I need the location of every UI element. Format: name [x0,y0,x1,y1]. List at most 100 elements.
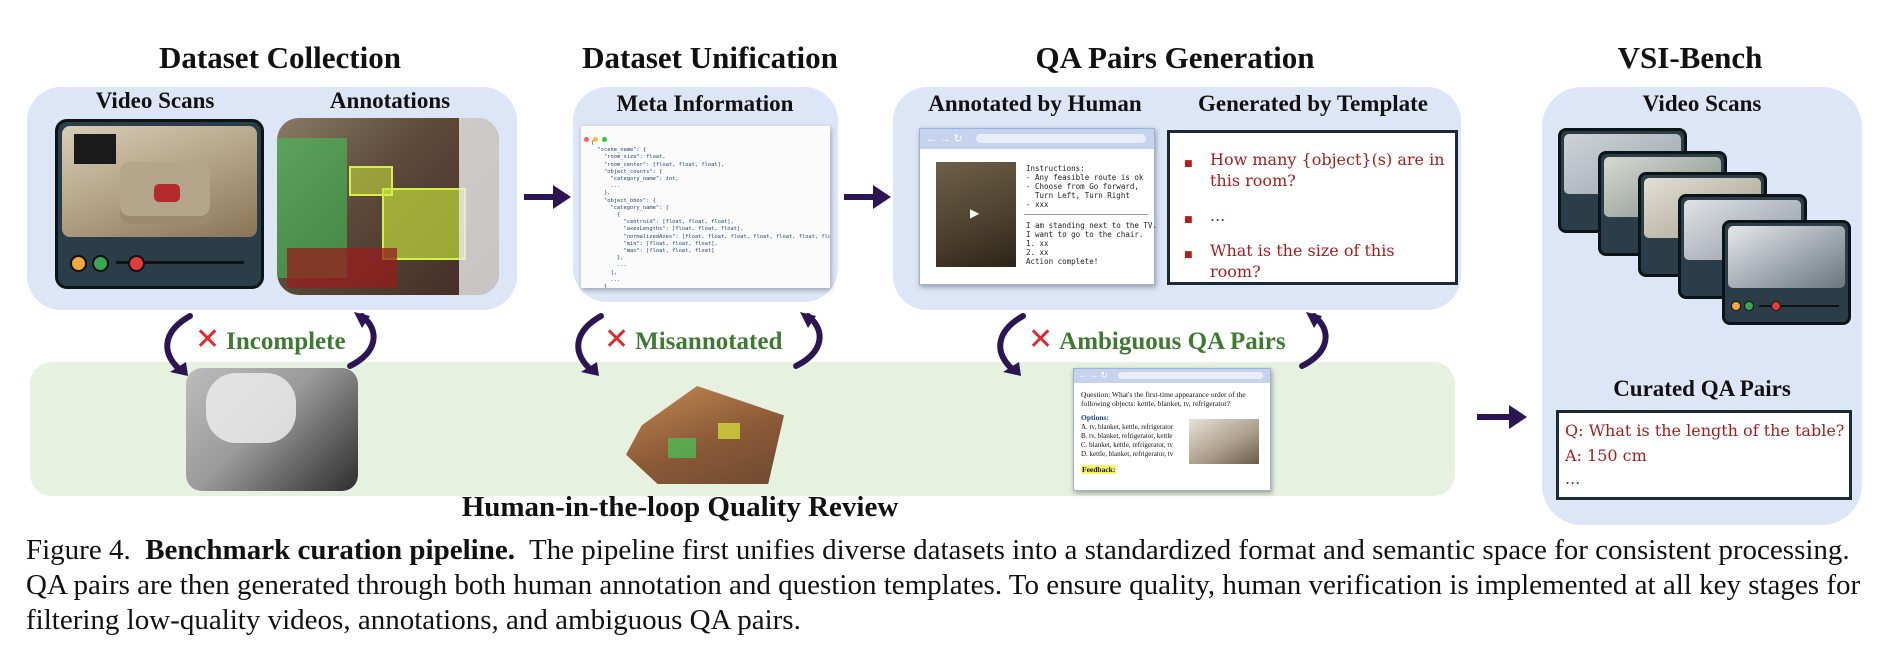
address-bar [1118,372,1263,379]
reject-text: Misannotated [635,328,783,355]
annotated-by-human-label: Annotated by Human [928,91,1142,116]
review-option: D. kettle, blanket, refrigerator, tv [1081,450,1174,458]
arrowhead-icon [581,362,599,376]
address-bar [976,134,1146,143]
incomplete-video-image [186,368,358,491]
progress-track [116,261,244,264]
template-item: ... [1210,205,1447,226]
reject-x-icon: ✕ [195,322,221,357]
armchair-video-thumb: ▶ [936,162,1016,267]
template-box: How many {object}(s) are in this room? .… [1167,130,1458,285]
arrowhead-icon [1306,312,1322,328]
instructions-divider [1024,214,1148,215]
loop-arrow-misannotated-left [575,313,604,371]
reject-text: Ambiguous QA Pairs [1059,328,1286,355]
browser-toolbar: ← → ↻ [1074,369,1270,383]
arrowhead-icon [873,185,891,209]
loop-arrow-incomplete-left [164,313,193,371]
arrowhead-icon [170,362,188,376]
red-rug-shape [287,248,397,288]
review-options-label: Options: [1081,413,1109,422]
video-scan-player [55,119,264,289]
yellow-bbox-tv [349,166,393,196]
template-item: What is the size of this room? [1210,240,1447,282]
review-video-thumb [1189,419,1259,464]
curated-qa-box: Q: What is the length of the table? A: 1… [1556,410,1852,500]
figure-caption: Figure 4. Benchmark curation pipeline. T… [26,533,1862,638]
instructions-text: Instructions: - Any feasible route is ok… [1026,164,1144,209]
back-arrow-icon: ← → ↻ [926,133,963,145]
reject-label-ambiguous: ✕Ambiguous QA Pairs [1028,322,1286,357]
curated-question: Q: What is the length of the table? [1565,421,1845,440]
mesh-body-shape [626,386,784,484]
video-controls [1731,300,1841,312]
arrowhead-icon [553,185,571,209]
maximize-dot-icon [602,137,607,142]
arrowhead-icon [354,312,370,328]
arrowhead-icon [800,312,816,328]
review-option: A. tv, blanket, kettle, refrigerator [1081,423,1174,431]
meta-information-label: Meta Information [616,91,794,116]
red-cushion-shape [154,184,180,202]
stack-frame [1728,226,1845,288]
arrowhead-icon [1003,362,1021,376]
close-dot-icon [584,137,589,142]
mesh-green-bbox [668,438,696,458]
stage-title-collection: Dataset Collection [159,40,401,75]
green-dot-icon [92,255,109,272]
video-stack-5 [1722,220,1851,325]
stage-title-unification: Dataset Unification [582,40,838,75]
curated-answer: A: 150 cm [1565,446,1647,465]
video-controls [68,250,250,276]
progress-track [1759,305,1839,307]
browser-toolbar: ← → ↻ [920,129,1154,149]
white-wall-shape [459,118,499,295]
review-question: Question: What's the first-time appearan… [1081,390,1246,408]
annotations-label: Annotations [329,88,451,113]
curated-qa-label: Curated QA Pairs [1613,376,1791,401]
reject-text: Incomplete [226,328,346,355]
review-feedback-label: Feedback: [1081,465,1117,474]
play-icon: ▶ [970,206,980,220]
generated-by-template-label: Generated by Template [1198,91,1428,116]
review-loop-arrows [164,312,1329,376]
qa-review-card: ← → ↻ Question: What's the first-time ap… [1073,368,1271,491]
stage-arrows [524,185,1527,429]
annotations-image [277,118,499,295]
orange-dot-icon [1731,301,1741,311]
quality-review-title: Human-in-the-loop Quality Review [461,491,899,523]
caption-text: The pipeline first unifies diverse datas… [26,534,1861,636]
window-buttons [584,129,607,147]
orange-dot-icon [70,255,87,272]
review-option: C. blanket, kettle, refrigerator, tv [1081,441,1173,449]
template-item: How many {object}(s) are in this room? [1210,149,1447,191]
white-blob-shape [206,373,296,443]
video-scan-frame [62,126,257,237]
caption-bold: Benchmark curation pipeline. [145,534,515,566]
video-scans-label: Video Scans [95,88,215,113]
red-dot-icon [1771,301,1781,311]
mesh-yellow-bbox [718,423,740,439]
stage-title-vsi: VSI-Bench [1617,40,1763,75]
curated-more: ... [1565,469,1581,488]
back-arrow-icon: ← → ↻ [1078,370,1109,380]
caption-prefix: Figure 4. [26,534,131,566]
red-dot-icon [128,255,145,272]
stage-title-qa: QA Pairs Generation [1035,40,1315,75]
arrowhead-icon [1509,405,1527,429]
review-option: B. tv, blanket, refrigerator, kettle [1081,432,1173,440]
human-annotation-browser: ← → ↻ ▶ Instructions: - Any feasible rou… [919,128,1157,285]
minimize-dot-icon [593,137,598,142]
reject-label-misannotated: ✕Misannotated [604,322,782,357]
vsi-video-scans-label: Video Scans [1642,91,1762,116]
json-code: { "scene_name": { "room_size": float, "r… [591,140,830,288]
reject-x-icon: ✕ [604,322,630,357]
response-text: I am standing next to the TV. I want to … [1026,221,1157,266]
misannotated-mesh-image [618,368,793,490]
json-code-window: { "scene_name": { "room_size": float, "r… [581,126,830,288]
green-dot-icon [1744,301,1754,311]
reject-x-icon: ✕ [1028,322,1054,357]
loop-arrow-ambiguous-left [997,313,1026,371]
tv-shape [74,134,116,164]
